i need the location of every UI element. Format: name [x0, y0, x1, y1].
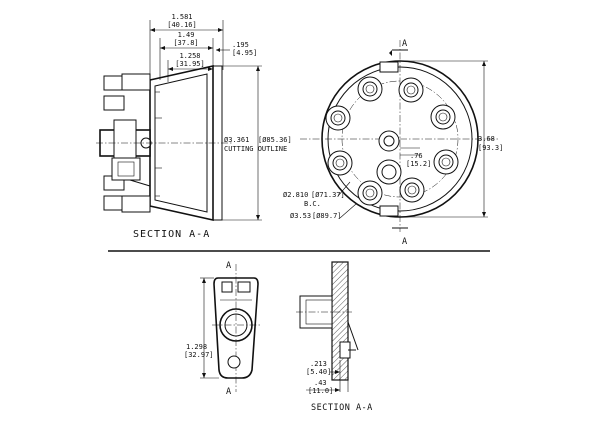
- dim-cutting-dia-in: Ø3.361: [224, 136, 249, 144]
- section-title-bottom: SECTION A-A: [311, 403, 373, 413]
- dim-body-depth: 1.49 [37.8]: [159, 31, 214, 80]
- lower-port: [376, 159, 402, 185]
- dim-overall-height: 3.68 [93.3]: [478, 135, 503, 152]
- tower: [327, 150, 353, 176]
- dim-inner-depth-mm: [31.95]: [175, 60, 205, 68]
- dim-flange: .195 [4.95]: [216, 41, 257, 57]
- dim-flange-mm: [4.95]: [232, 49, 257, 57]
- dim-bc-in: Ø2.810: [283, 191, 308, 199]
- dim-body-depth-mm: [37.8]: [173, 39, 198, 47]
- dim-overall-depth: 1.581 [40.16]: [149, 13, 224, 80]
- dim-inner-depth-in: 1.258: [179, 52, 200, 60]
- rotor-marker-bottom: A: [226, 387, 232, 397]
- rotor-marker-top: A: [226, 261, 232, 271]
- dim-bolt-circle: Ø2.810 [Ø71.37] B.C.: [283, 191, 345, 208]
- tower: [399, 177, 425, 203]
- section-title-top: SECTION A-A: [133, 229, 210, 240]
- section-marker-bottom: A: [402, 237, 408, 247]
- dim-cutting-outline: Ø3.361 [Ø85.36] CUTTING OUTLINE: [224, 136, 292, 153]
- dim-cap-mm: [Ø89.7]: [312, 212, 342, 220]
- dim-bc-note: B.C.: [304, 200, 321, 208]
- tower-ring: [325, 76, 459, 206]
- dim-bc-mm: [Ø71.37]: [311, 191, 345, 199]
- dim-offset: .76 [15.2]: [406, 152, 431, 168]
- end-view: A A: [300, 39, 500, 247]
- dim-body-depth-in: 1.49: [178, 31, 195, 39]
- dim-rotor-in: 1.298: [186, 343, 207, 351]
- dim-tip: .213 [5.40] .43 [11.0]: [306, 360, 333, 395]
- tower: [430, 104, 456, 130]
- dim-tip-a-in: .213: [310, 360, 327, 368]
- tower: [433, 149, 459, 175]
- tower: [398, 77, 424, 103]
- dim-cutting-dia-mm: [Ø85.36]: [258, 136, 292, 144]
- dim-tip-b-in: .43: [314, 379, 327, 387]
- dim-tip-b-mm: [11.0]: [308, 387, 333, 395]
- dim-height-mm: [93.3]: [478, 144, 503, 152]
- rotor-front-view: A A: [200, 261, 262, 397]
- dim-overall-depth-mm: [40.16]: [167, 21, 197, 29]
- dim-overall-depth-in: 1.581: [171, 13, 192, 21]
- dim-cap-in: Ø3.53: [290, 212, 311, 220]
- section-marker-top: A: [402, 39, 408, 49]
- dim-tip-a-mm: [5.40]: [306, 368, 331, 376]
- dim-offset-mm: [15.2]: [406, 160, 431, 168]
- rotor-section-view: [296, 261, 359, 392]
- center-tower: [378, 130, 400, 152]
- dim-cutting-note: CUTTING OUTLINE: [224, 145, 287, 153]
- dim-rotor-length: 1.298 [32.97]: [184, 343, 214, 359]
- dim-flange-in: .195: [232, 41, 249, 49]
- dim-height-in: 3.68: [478, 135, 495, 143]
- dim-cap: Ø3.53 [Ø89.7]: [290, 212, 342, 220]
- tower: [357, 180, 383, 206]
- side-section-view: [96, 65, 262, 221]
- tower: [357, 76, 383, 102]
- tower: [325, 105, 351, 131]
- dim-rotor-mm: [32.97]: [184, 351, 214, 359]
- dim-offset-in: .76: [410, 152, 423, 160]
